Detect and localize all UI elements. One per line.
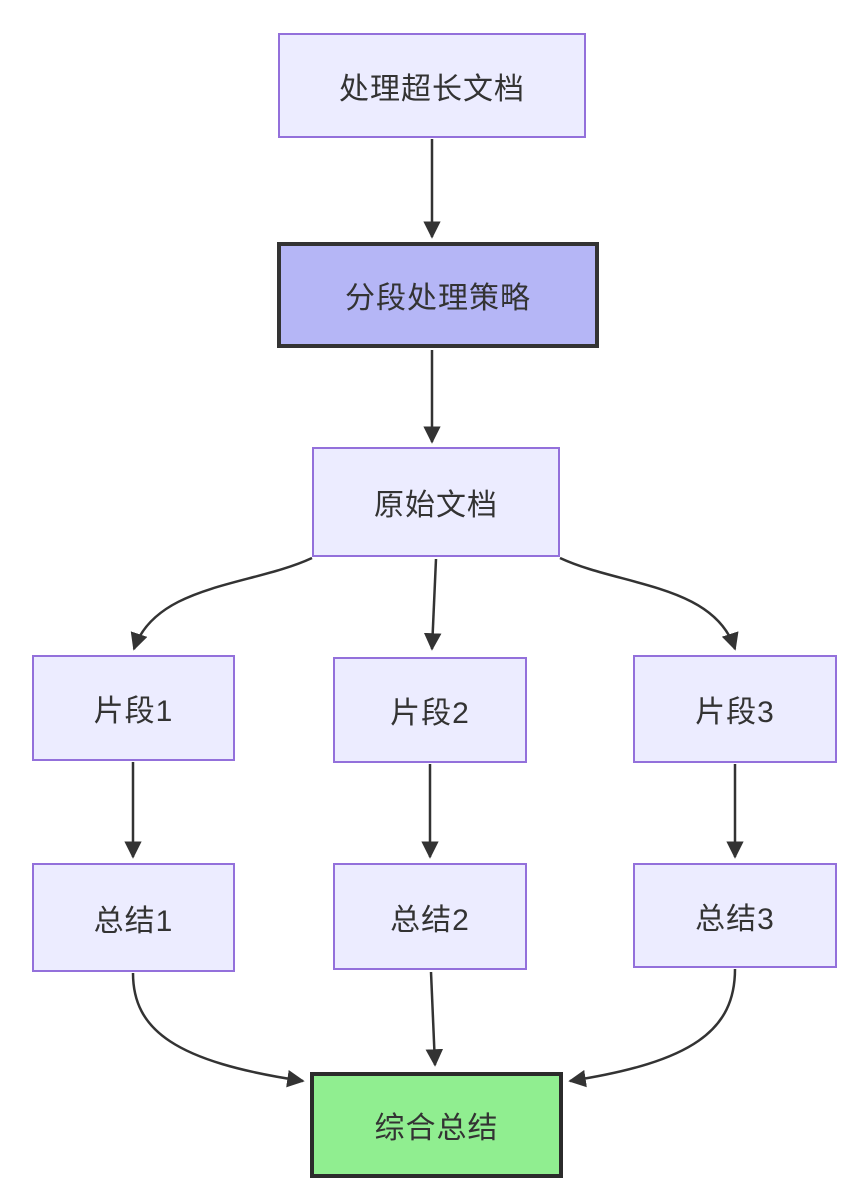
- flowchart-node-summary-2: 总结2: [333, 863, 527, 970]
- edge-original-to-frag3: [559, 556, 739, 651]
- edge-sum1-to-final: [131, 972, 305, 1088]
- flowchart-node-original-document: 原始文档: [312, 447, 560, 557]
- edge-original-to-frag1: [130, 556, 313, 651]
- flowchart-node-fragment-1: 片段1: [32, 655, 235, 761]
- edge-sum2-to-final: [425, 971, 444, 1067]
- flowchart-node-fragment-2: 片段2: [333, 657, 527, 763]
- flowchart-node-process-long-document: 处理超长文档: [278, 33, 586, 138]
- edge-original-to-frag2: [423, 558, 442, 651]
- flowchart-node-combined-summary: 综合总结: [310, 1072, 563, 1178]
- flowchart-node-summary-1: 总结1: [32, 863, 235, 972]
- flowchart-node-fragment-3: 片段3: [633, 655, 837, 763]
- edge-sum3-to-final: [568, 968, 737, 1088]
- flowchart-node-segmentation-strategy: 分段处理策略: [277, 242, 599, 348]
- flowchart-node-summary-3: 总结3: [633, 863, 837, 968]
